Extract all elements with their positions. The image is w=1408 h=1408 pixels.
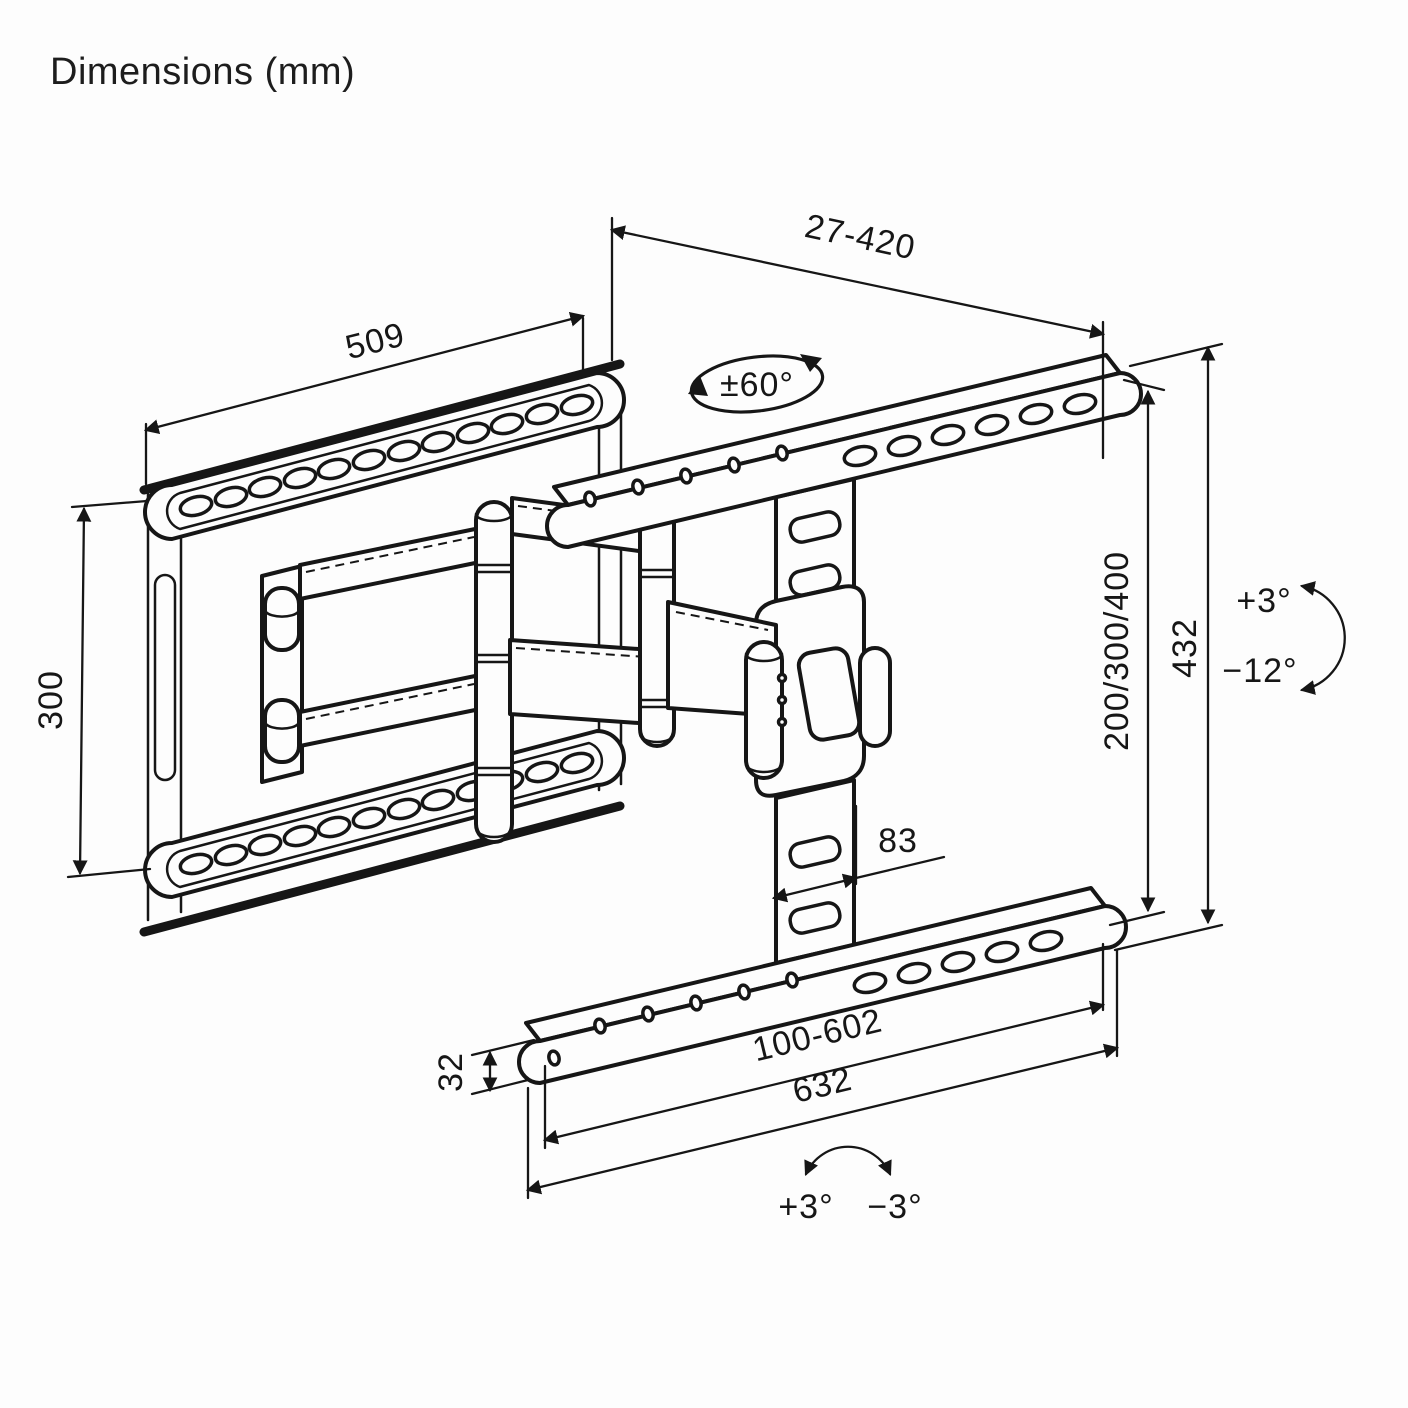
- dim-label-tilt-up: +3°: [1236, 582, 1291, 620]
- wall-hinge-pin-lower: [263, 698, 301, 764]
- tilt-head-window: [796, 646, 862, 742]
- dim-label-vesa-vertical: 200/300/400: [1098, 551, 1136, 751]
- dimension-annotations: 509 300 27-420 ±60° 200/300/: [32, 207, 1346, 1226]
- articulating-arm: [260, 496, 676, 844]
- dim-label-center-bracket-width: 83: [878, 822, 918, 860]
- center-column-lower: [774, 778, 856, 965]
- dim-vesa-vertical: 200/300/400: [1098, 378, 1166, 927]
- dim-tilt-range: +3° −12°: [1222, 581, 1346, 695]
- wall-plate-left-slot: [153, 573, 177, 782]
- page-title: Dimensions (mm): [50, 51, 355, 93]
- tilt-head-right-pin: [858, 646, 892, 748]
- dim-label-wall-plate-height: 300: [32, 670, 70, 730]
- dim-rail-thickness: 32: [432, 1038, 536, 1096]
- head-pivot-column: [744, 640, 788, 780]
- dim-center-bracket-width: 83: [771, 804, 946, 903]
- dim-label-bracket-height: 432: [1166, 618, 1204, 678]
- dim-label-level-minus: −3°: [867, 1188, 922, 1226]
- wall-hinge-pin-upper: [263, 586, 301, 652]
- dim-label-level-plus: +3°: [778, 1188, 833, 1226]
- dim-bracket-height: 432: [1113, 342, 1224, 952]
- dim-swivel-range: ±60°: [688, 354, 825, 414]
- dim-label-swivel-range: ±60°: [720, 366, 794, 404]
- tilt-head: [666, 584, 892, 798]
- tv-rail-top: [545, 353, 1143, 549]
- dim-label-rail-thickness: 32: [432, 1052, 470, 1092]
- dim-wall-plate-height: 300: [32, 499, 152, 879]
- pivot-column-wall-side: [474, 500, 514, 844]
- wall-plate-bottom-edge: [139, 801, 625, 937]
- dim-level-adjust: +3° −3°: [778, 1145, 922, 1226]
- dim-label-tilt-down: −12°: [1222, 652, 1297, 690]
